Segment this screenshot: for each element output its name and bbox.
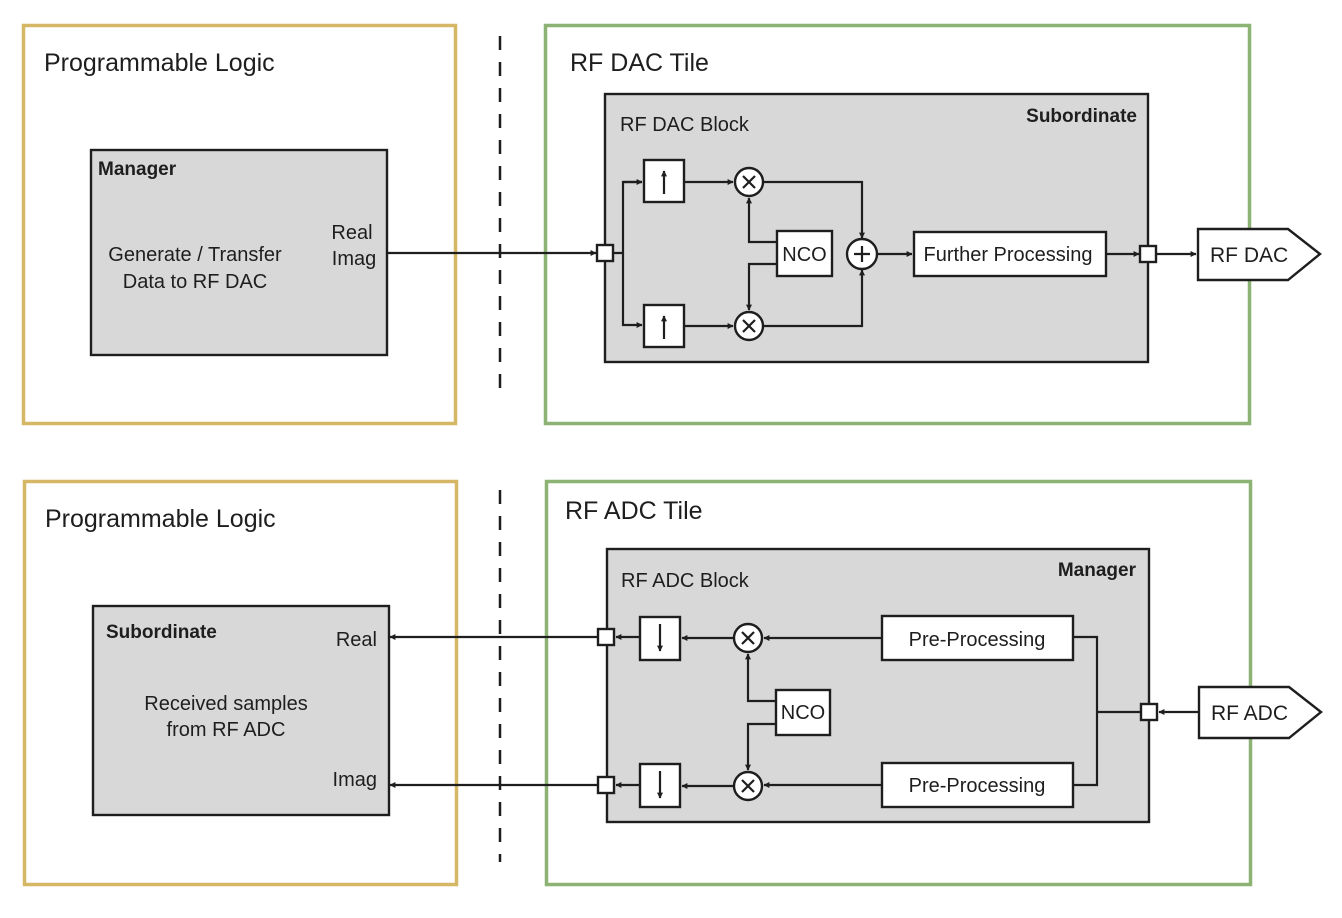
programmable-logic-title: Programmable Logic xyxy=(45,505,276,533)
dac-output-port xyxy=(1138,244,1158,264)
port-real-label: Real xyxy=(336,629,377,651)
adc-nco-label: NCO xyxy=(781,702,825,724)
adder xyxy=(845,237,879,271)
rf-dac-block-title: RF DAC Block xyxy=(620,114,750,136)
rf-adc-tile-title: RF ADC Tile xyxy=(565,497,703,525)
mixer-top xyxy=(732,622,764,654)
split-line-bottom xyxy=(621,253,643,328)
manager-description-line2: Data to RF DAC xyxy=(123,271,267,293)
downsampler-bottom xyxy=(638,762,682,809)
programmable-logic-region-adc xyxy=(22,479,459,887)
mixer-bottom-to-adder xyxy=(763,269,865,328)
adc-nco-box xyxy=(774,688,832,737)
rf-dac-output xyxy=(1196,227,1322,282)
mixer-top xyxy=(733,166,765,198)
rf-adc-input-label: RF ADC xyxy=(1211,702,1288,725)
nco-to-mixer-top xyxy=(745,653,776,703)
subordinate-description-line1: Received samples xyxy=(144,693,307,715)
rf-dac-block xyxy=(603,92,1150,364)
port-real-label: Real xyxy=(331,222,372,244)
downsampler-top xyxy=(638,615,682,662)
rf-adc-block-role: Manager xyxy=(1058,560,1137,581)
programmable-logic-region-dac xyxy=(21,23,458,426)
rf-adc-tile-region xyxy=(544,479,1253,887)
manager-box xyxy=(89,148,389,357)
input-split-line xyxy=(1073,635,1141,787)
rf-adc-block-title: RF ADC Block xyxy=(621,570,750,592)
nco-to-mixer-bottom xyxy=(745,722,776,771)
further-processing-label: Further Processing xyxy=(924,244,1093,266)
rf-adc-input xyxy=(1197,685,1323,740)
nco-to-mixer-bottom xyxy=(746,262,777,311)
rf-dac-tile-title: RF DAC Tile xyxy=(570,49,709,77)
subordinate-box xyxy=(91,604,391,817)
dac-section: Programmable Logic RF DAC Tile Manager G… xyxy=(21,23,1322,426)
subordinate-role-label: Subordinate xyxy=(106,622,217,643)
rf-dac-tile-region xyxy=(543,23,1252,426)
multiply-icon xyxy=(742,319,756,333)
preprocessing-label-top: Pre-Processing xyxy=(909,629,1046,651)
rf-adc-block xyxy=(605,547,1151,824)
mixer-bottom xyxy=(733,310,765,342)
multiply-icon xyxy=(741,779,755,793)
nco-to-mixer-top xyxy=(746,197,777,244)
adc-input-port xyxy=(1139,702,1159,722)
adc-output-port-imag xyxy=(596,775,616,795)
manager-description-line1: Generate / Transfer xyxy=(108,244,282,266)
multiply-icon xyxy=(741,631,755,645)
manager-role-label: Manager xyxy=(98,159,177,180)
upsampler-bottom xyxy=(642,303,686,349)
port-imag-label: Imag xyxy=(332,248,376,270)
multiply-icon xyxy=(742,175,756,189)
preprocessing-box-bottom xyxy=(880,761,1075,809)
dac-nco-box xyxy=(775,229,834,278)
upsampler-top xyxy=(642,158,686,204)
mixer-bottom xyxy=(732,770,764,802)
programmable-logic-title: Programmable Logic xyxy=(44,49,275,77)
adc-output-port-real xyxy=(596,627,616,647)
mixer-top-to-adder xyxy=(763,180,865,239)
dac-input-port xyxy=(595,243,615,263)
plus-icon xyxy=(854,246,870,262)
rf-dac-output-label: RF DAC xyxy=(1210,244,1288,267)
adc-section: Programmable Logic RF ADC Tile Subordina… xyxy=(22,479,1323,887)
dac-nco-label: NCO xyxy=(782,244,826,266)
preprocessing-label-bottom: Pre-Processing xyxy=(909,775,1046,797)
subordinate-description-line2: from RF ADC xyxy=(167,719,286,741)
port-imag-label: Imag xyxy=(333,769,377,791)
rf-dac-block-role: Subordinate xyxy=(1026,106,1137,127)
